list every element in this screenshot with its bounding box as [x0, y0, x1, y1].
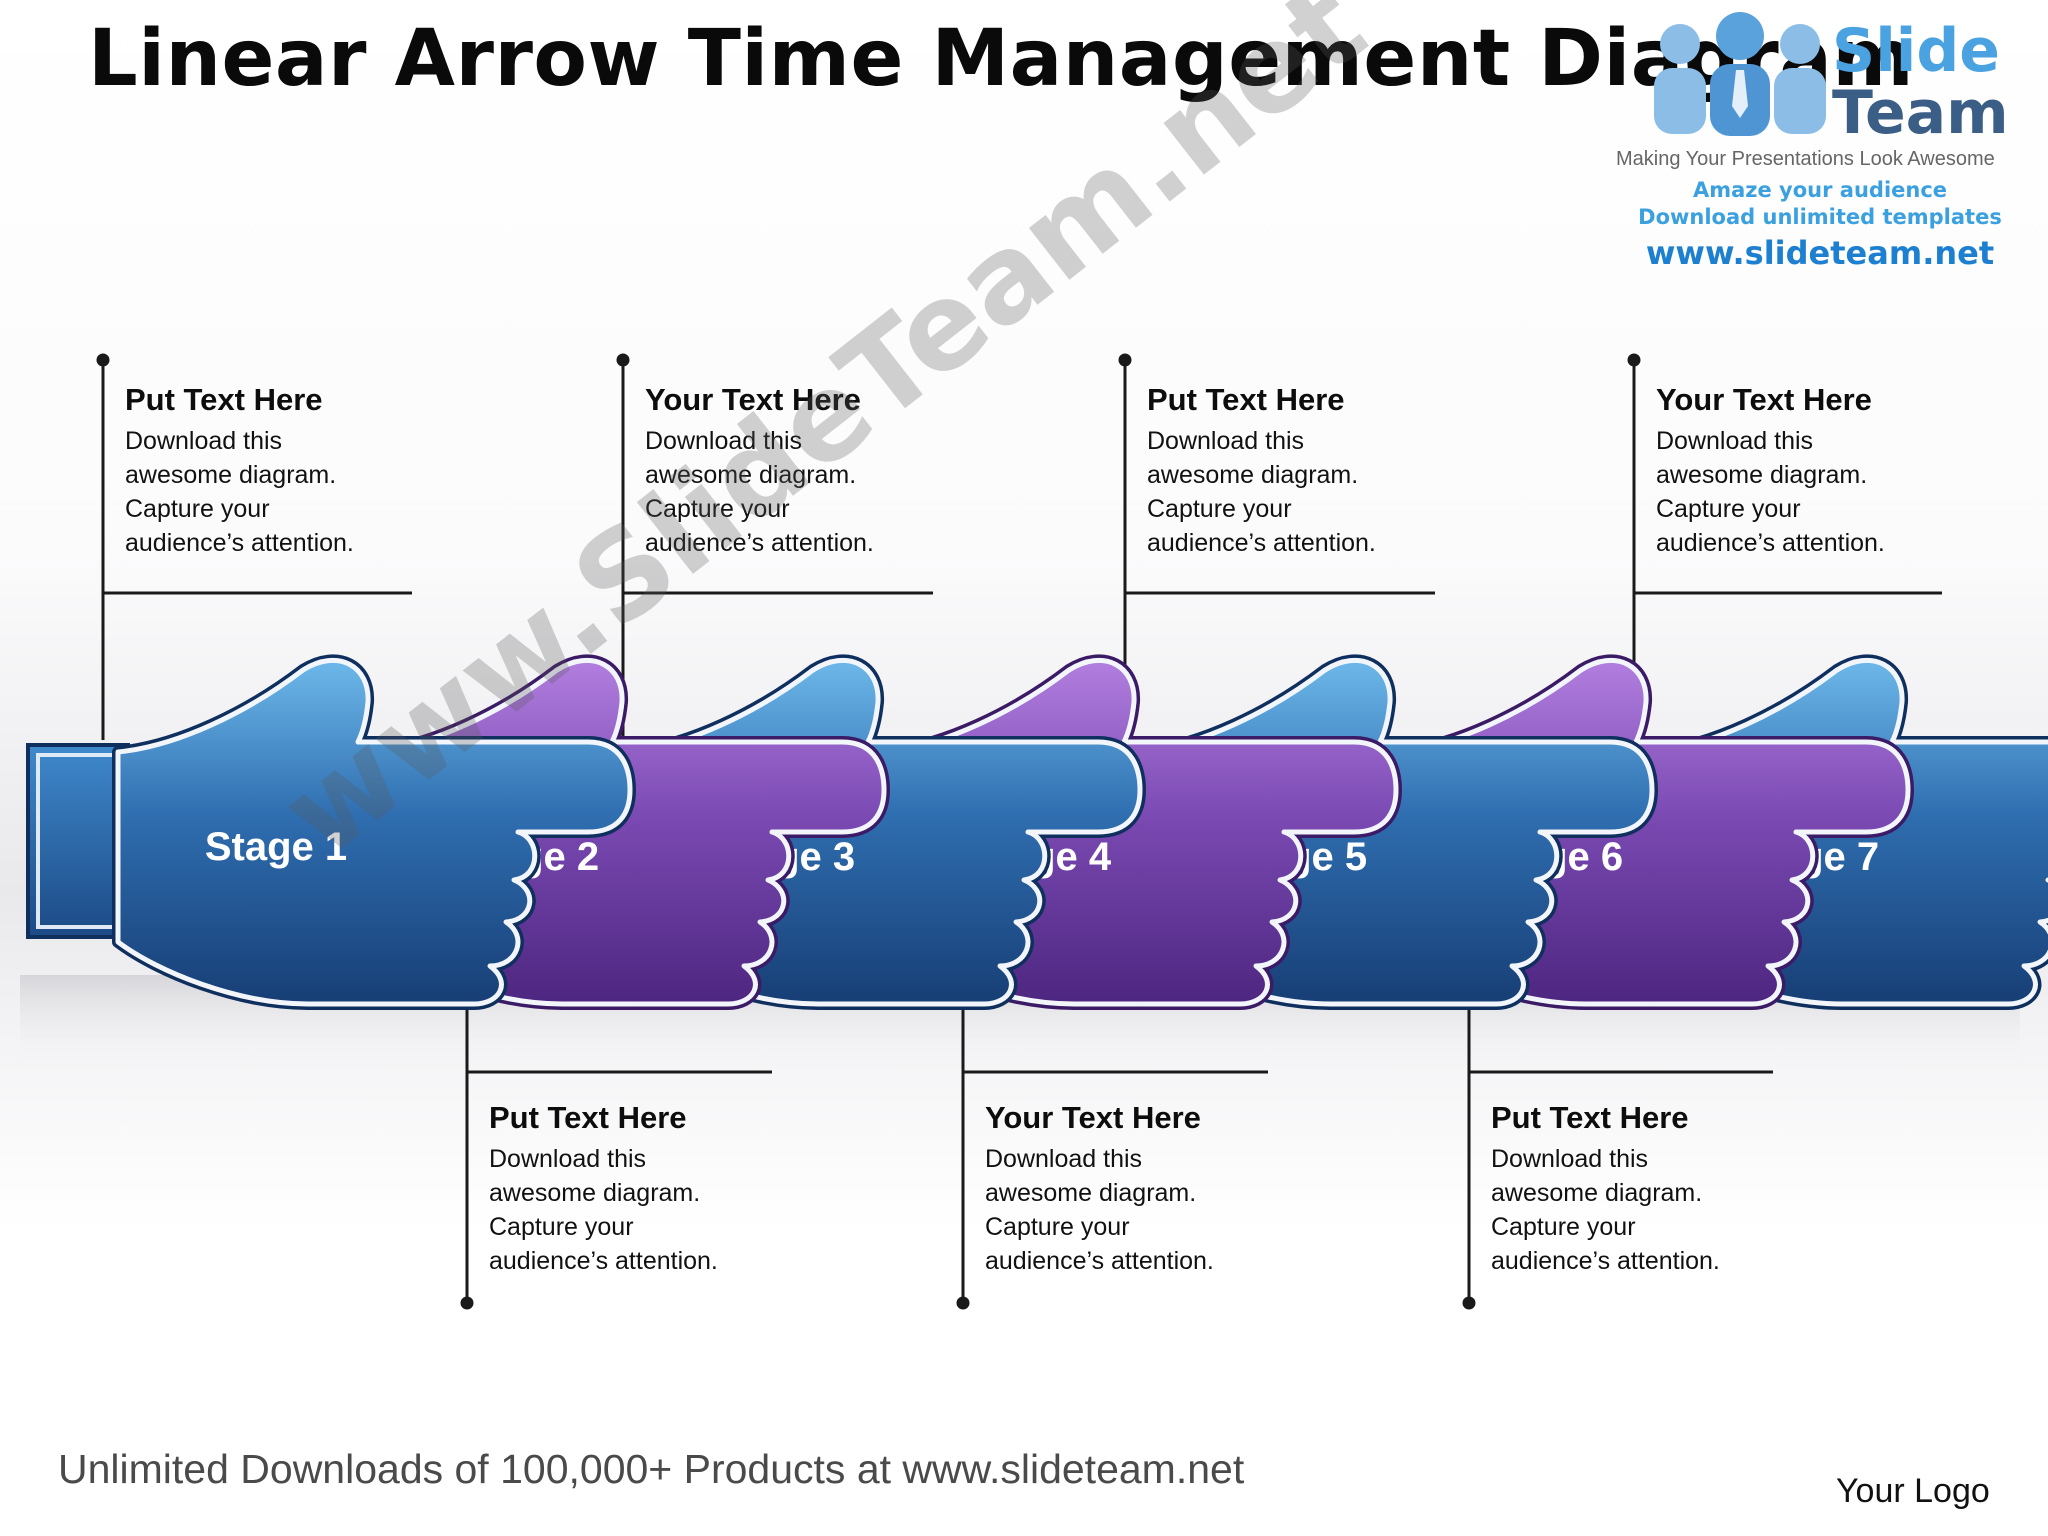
callout-body-line: awesome diagram.: [1147, 461, 1359, 489]
callout-body-line: audience’s attention.: [1147, 529, 1376, 557]
stage-hands: Stage 7Stage 6Stage 5Stage 4Stage 3Stage…: [112, 654, 2048, 1010]
callout-body-line: Download this: [1491, 1145, 1649, 1173]
callout-body: Download this awesome diagram. Capture y…: [645, 424, 945, 560]
callout-heading: Put Text Here: [125, 382, 323, 417]
callout-top-1: Put Text Here Download this awesome diag…: [125, 382, 425, 560]
callout-body-line: Capture your: [1491, 1213, 1636, 1241]
page-title: Linear Arrow Time Management Diagram: [88, 14, 1915, 104]
brand-line-download: Download unlimited templates: [1638, 205, 2002, 229]
callout-bottom-2: Your Text Here Download this awesome dia…: [985, 1100, 1285, 1278]
callout-top-3: Put Text Here Download this awesome diag…: [1147, 382, 1447, 560]
callout-body-line: audience’s attention.: [489, 1247, 718, 1275]
callout-body-line: awesome diagram.: [1491, 1179, 1703, 1207]
brand-word-team: Team: [1832, 78, 2009, 148]
brand-tagline: Making Your Presentations Look Awesome: [1616, 148, 1995, 170]
callout-body: Download this awesome diagram. Capture y…: [125, 424, 425, 560]
callout-body: Download this awesome diagram. Capture y…: [1656, 424, 1956, 560]
stage-1-cuff: [26, 743, 130, 939]
callout-body-line: Download this: [985, 1145, 1143, 1173]
callout-body-line: audience’s attention.: [985, 1247, 1214, 1275]
callout-body-line: audience’s attention.: [125, 529, 354, 557]
logo-placeholder: Your Logo: [1836, 1472, 1990, 1510]
callout-body-line: Download this: [1656, 427, 1814, 455]
footer-text: Unlimited Downloads of 100,000+ Products…: [58, 1446, 1245, 1492]
callout-bottom-3: Put Text Here Download this awesome diag…: [1491, 1100, 1791, 1278]
stage-label-1: Stage 1: [205, 825, 347, 869]
callout-body-line: audience’s attention.: [1491, 1247, 1720, 1275]
callout-lines: [96, 353, 1942, 1310]
callout-body-line: Capture your: [985, 1213, 1130, 1241]
callout-heading: Put Text Here: [489, 1100, 687, 1135]
callout-body-line: Download this: [1147, 427, 1305, 455]
callout-heading: Your Text Here: [985, 1100, 1201, 1135]
callout-body: Download this awesome diagram. Capture y…: [1147, 424, 1447, 560]
callout-body-line: awesome diagram.: [985, 1179, 1197, 1207]
people-logo-icon: [1654, 12, 1826, 136]
callout-body-line: awesome diagram.: [489, 1179, 701, 1207]
callout-body-line: audience’s attention.: [645, 529, 874, 557]
callout-heading: Your Text Here: [645, 382, 861, 417]
callout-body-line: awesome diagram.: [125, 461, 337, 489]
callout-body-line: audience’s attention.: [1656, 529, 1885, 557]
callout-body-line: awesome diagram.: [645, 461, 857, 489]
callout-top-4: Your Text Here Download this awesome dia…: [1656, 382, 1956, 560]
callout-body-line: Capture your: [645, 495, 790, 523]
callout-line-top-1: [96, 353, 412, 740]
callout-top-2: Your Text Here Download this awesome dia…: [645, 382, 945, 560]
callout-heading: Put Text Here: [1147, 382, 1345, 417]
brand-line-amaze: Amaze your audience: [1692, 178, 1948, 202]
callout-bottom-1: Put Text Here Download this awesome diag…: [489, 1100, 789, 1278]
callout-body: Download this awesome diagram. Capture y…: [1491, 1142, 1791, 1278]
callout-body-line: awesome diagram.: [1656, 461, 1868, 489]
callout-heading: Your Text Here: [1656, 382, 1872, 417]
callout-body-line: Download this: [489, 1145, 647, 1173]
callout-body-line: Download this: [645, 427, 803, 455]
callout-body-line: Download this: [125, 427, 283, 455]
slideteam-brand-logo: Slide Team Making Your Presentations Loo…: [1610, 10, 2030, 272]
callout-body-line: Capture your: [489, 1213, 634, 1241]
callout-heading: Put Text Here: [1491, 1100, 1689, 1135]
callout-body-line: Capture your: [1147, 495, 1292, 523]
brand-url-link[interactable]: www.slideteam.net: [1645, 234, 1995, 272]
callout-body: Download this awesome diagram. Capture y…: [985, 1142, 1285, 1278]
callout-body-line: Capture your: [125, 495, 270, 523]
callout-body: Download this awesome diagram. Capture y…: [489, 1142, 789, 1278]
callout-body-line: Capture your: [1656, 495, 1801, 523]
brand-word-slide: Slide: [1832, 16, 2000, 86]
stage-hand-1: Stage 1: [112, 654, 636, 1010]
